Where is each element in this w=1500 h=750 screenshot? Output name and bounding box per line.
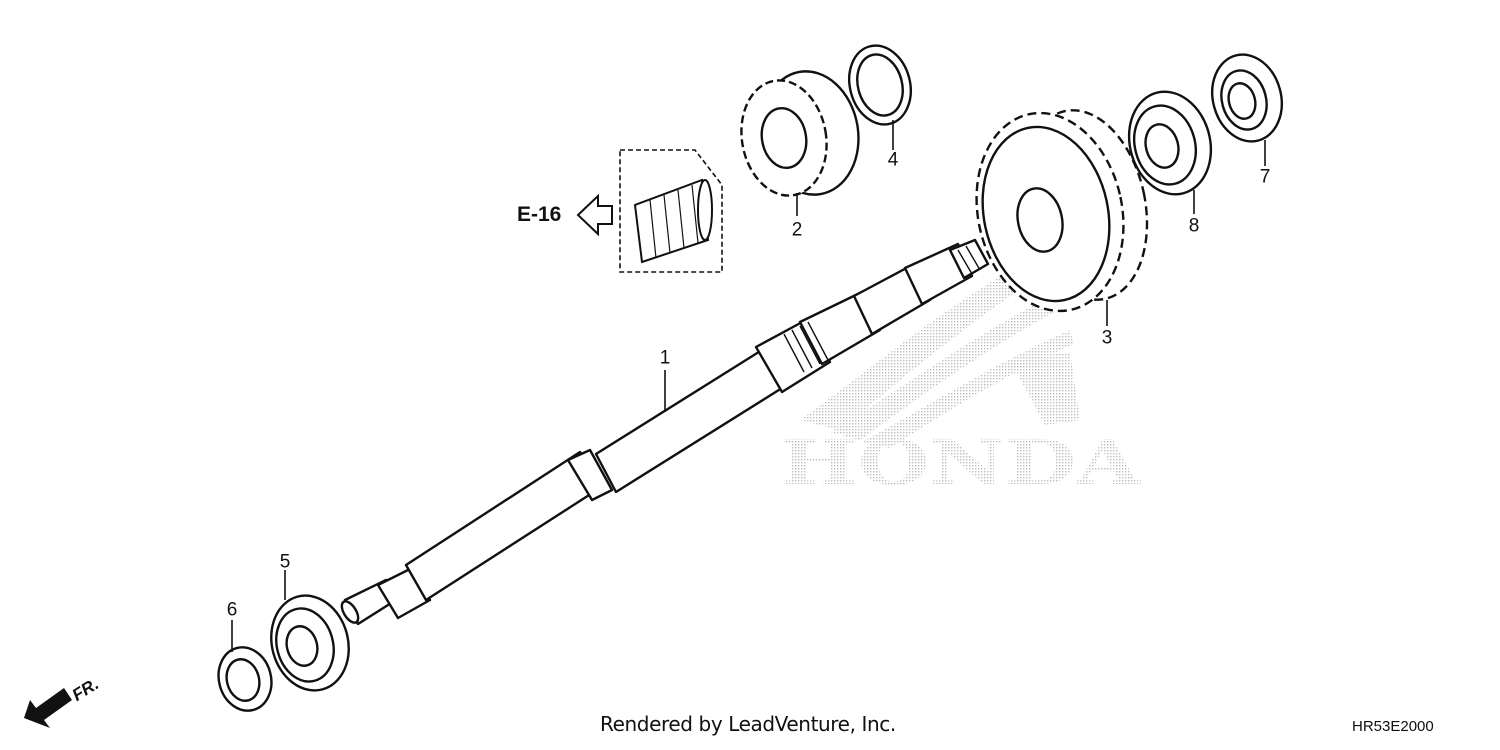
bearing-lower	[270, 594, 350, 692]
washer	[848, 44, 912, 126]
honda-watermark-text: HONDA	[780, 426, 1141, 499]
leader-lines	[231, 120, 1266, 652]
seal-lower	[217, 646, 273, 712]
gear-small	[740, 70, 860, 197]
gear-large	[975, 109, 1149, 313]
main-shaft	[340, 238, 990, 626]
front-direction-arrow-icon	[24, 688, 72, 728]
seal-upper	[1211, 53, 1283, 143]
callout-5: 5	[279, 551, 291, 573]
reference-label: E-16	[517, 203, 562, 226]
diagram-code: HR53E2000	[1352, 718, 1434, 735]
callout-7: 7	[1259, 166, 1271, 188]
callout-8: 8	[1188, 215, 1200, 237]
credit-text: Rendered by LeadVenture, Inc.	[600, 712, 896, 736]
callout-6: 6	[226, 599, 238, 621]
honda-wing-watermark	[800, 255, 1080, 448]
callout-2: 2	[791, 219, 803, 241]
bearing-upper	[1127, 90, 1213, 196]
callout-4: 4	[887, 149, 899, 171]
reference-arrow-icon	[576, 193, 613, 237]
callout-3: 3	[1101, 327, 1113, 349]
callout-1: 1	[659, 347, 671, 369]
reference-box	[619, 149, 723, 273]
